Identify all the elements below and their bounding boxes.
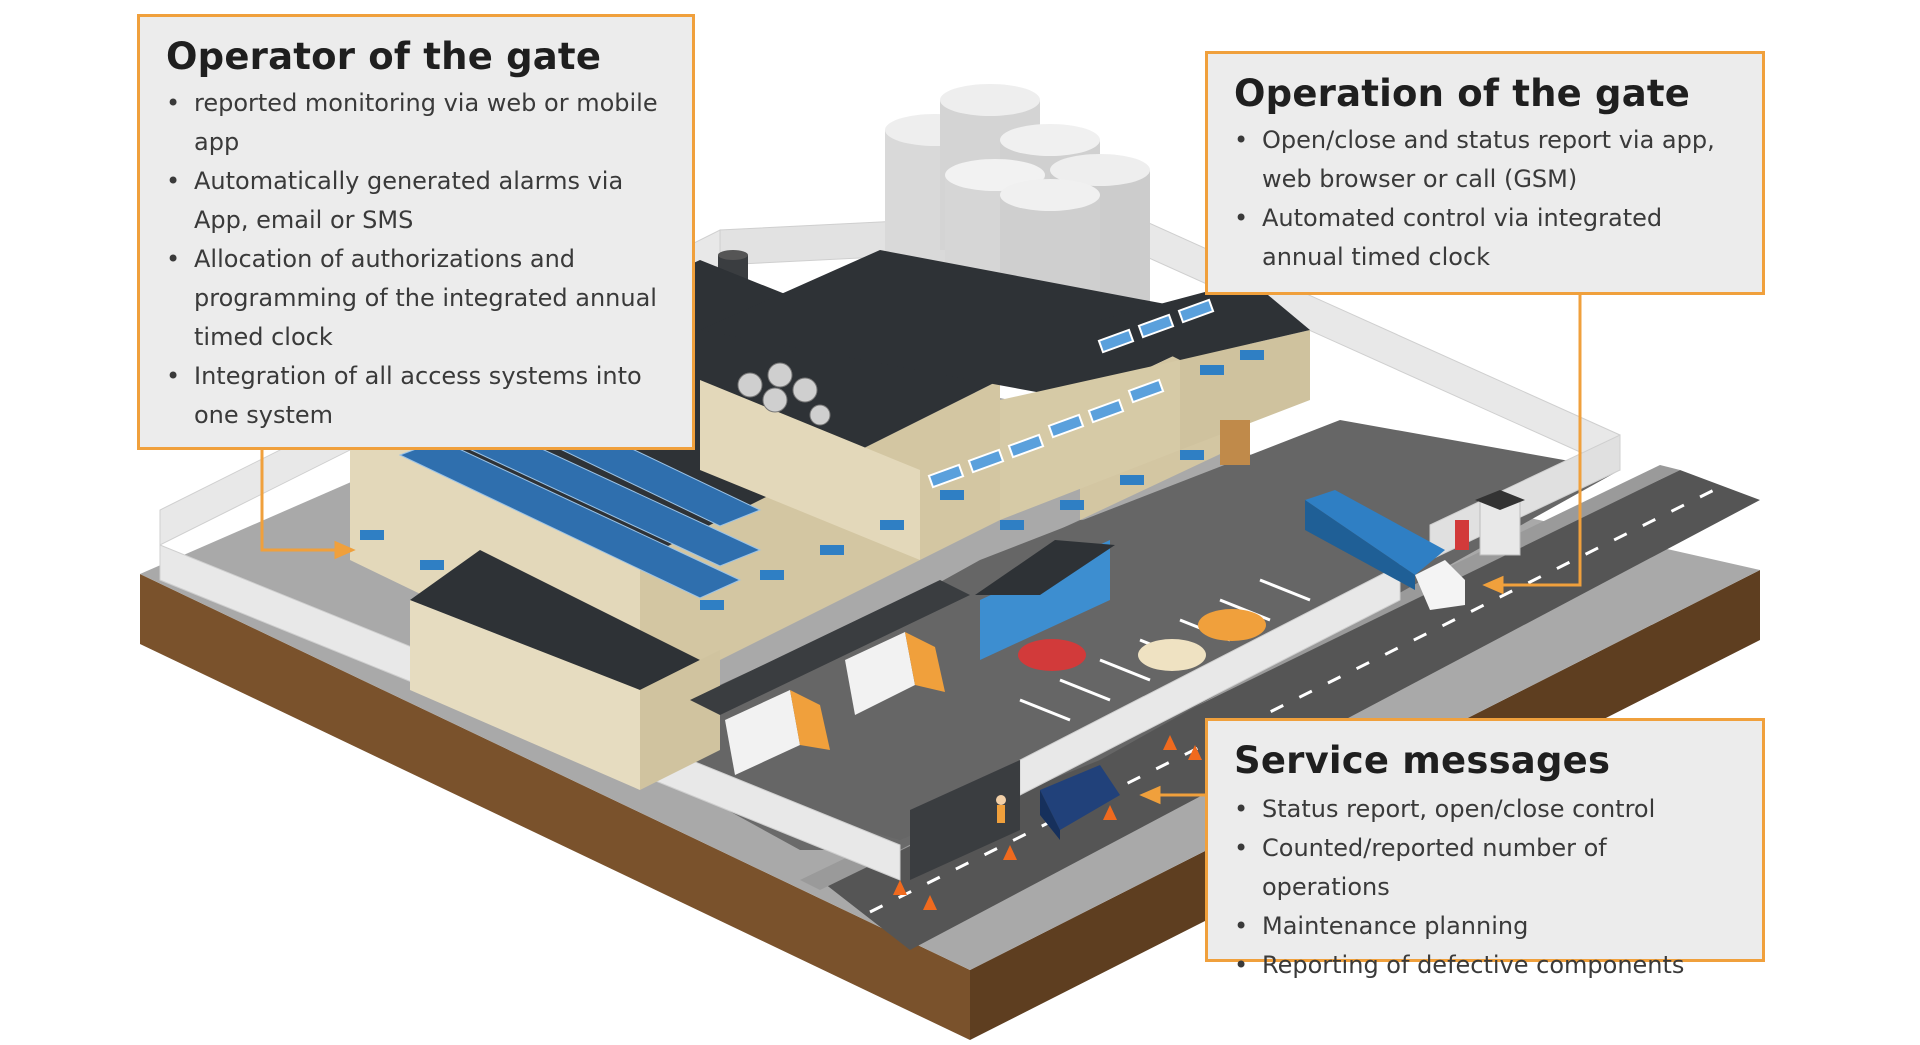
callout-title: Service messages <box>1234 739 1611 782</box>
sliding-gate <box>910 760 1020 880</box>
beige-car <box>1138 639 1206 671</box>
callout-operation-of-the-gate: Operation of the gate Open/close and sta… <box>1205 51 1765 295</box>
service-van <box>1040 765 1120 840</box>
guard-booth <box>1455 490 1525 556</box>
callout-connectors <box>260 295 1582 805</box>
glass-entrance <box>975 540 1115 660</box>
list-item: Counted/reported number of operations <box>1234 829 1738 907</box>
skylights <box>927 298 1215 489</box>
warehouse <box>410 550 720 790</box>
list-item: Automated control via integrated annual … <box>1234 199 1738 277</box>
blue-truck <box>1305 490 1465 610</box>
list-item: Integration of all access systems into o… <box>166 357 668 435</box>
callout-title: Operator of the gate <box>166 35 602 78</box>
list-item: Status report, open/close control <box>1234 790 1738 829</box>
list-item: Reporting of defective components <box>1234 946 1738 985</box>
callout-operator-of-the-gate: Operator of the gate reported monitoring… <box>137 14 695 450</box>
traffic-cones <box>893 735 1202 910</box>
parking-lines <box>1019 578 1311 722</box>
list-item: Allocation of authorizations and program… <box>166 240 668 357</box>
callout-title: Operation of the gate <box>1234 72 1691 115</box>
worker-figure <box>996 795 1006 823</box>
orange-truck-1 <box>725 690 830 775</box>
callout-list: Open/close and status report via app, we… <box>1234 121 1738 277</box>
list-item: Open/close and status report via app, we… <box>1234 121 1738 199</box>
orange-car <box>1198 609 1266 641</box>
orange-truck-2 <box>845 632 945 715</box>
red-car <box>1018 639 1086 671</box>
loading-door <box>1220 420 1250 465</box>
list-item: reported monitoring via web or mobile ap… <box>166 84 668 162</box>
callout-list: Status report, open/close control Counte… <box>1234 790 1738 985</box>
list-item: Maintenance planning <box>1234 907 1738 946</box>
hvac-units <box>737 362 831 426</box>
callout-service-messages: Service messages Status report, open/clo… <box>1205 718 1765 985</box>
callout-list: reported monitoring via web or mobile ap… <box>166 84 668 435</box>
windows <box>360 350 1264 622</box>
list-item: Automatically generated alarms via App, … <box>166 162 668 240</box>
loading-canopy <box>690 580 970 715</box>
